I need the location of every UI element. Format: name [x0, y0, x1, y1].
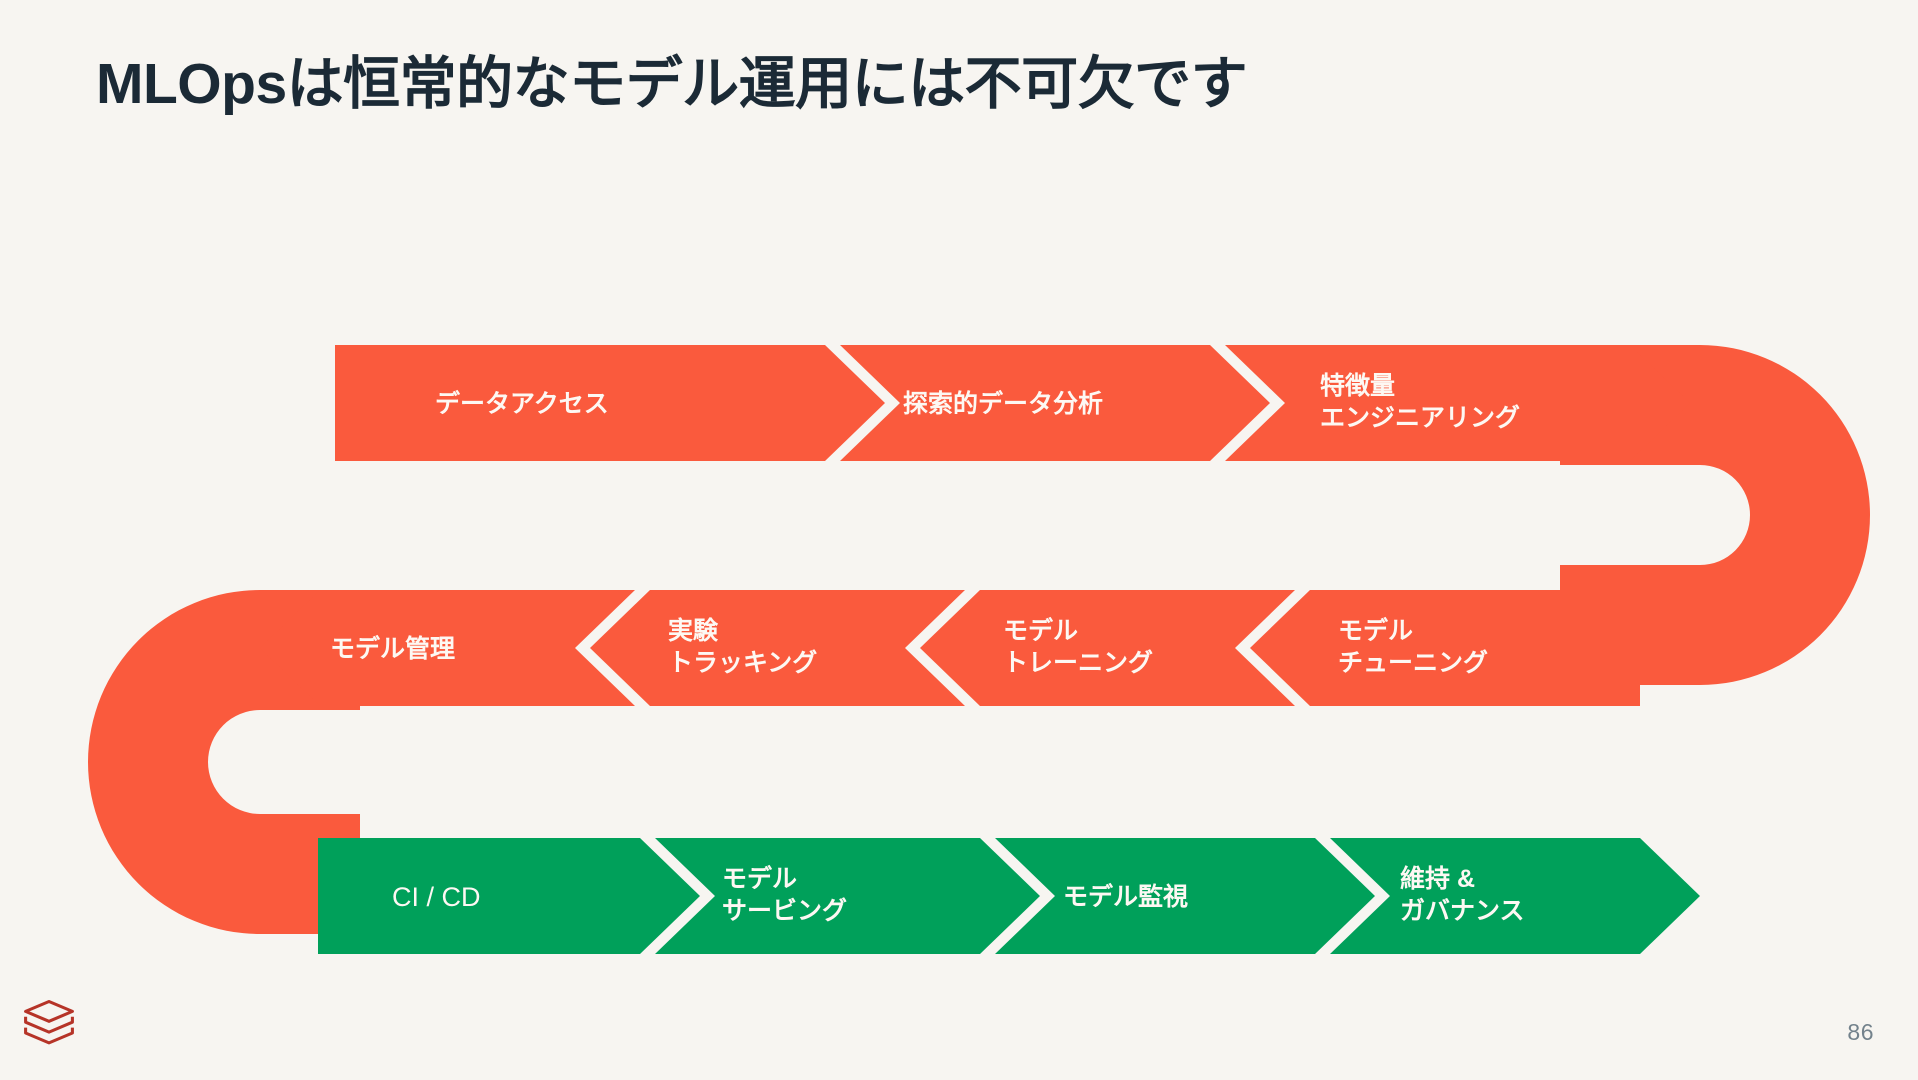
- stage-shape-model-monitoring[interactable]: [995, 838, 1375, 954]
- stage-shape-model-training[interactable]: [920, 590, 1295, 706]
- page-title: MLOpsは恒常的なモデル運用には不可欠です: [96, 52, 1248, 116]
- stage-shape-data-access[interactable]: [335, 345, 885, 461]
- page-number: 86: [1847, 1019, 1874, 1045]
- stage-shape-experiment-tracking[interactable]: [590, 590, 965, 706]
- stage-shape-maintenance-governance[interactable]: [1330, 838, 1700, 954]
- stage-shape-model-serving[interactable]: [655, 838, 1040, 954]
- stage-shape-eda[interactable]: [840, 345, 1270, 461]
- stage-shape-ci-cd[interactable]: [318, 838, 700, 954]
- stage-shape-feature-engineering[interactable]: [1225, 345, 1690, 461]
- databricks-logo: [24, 999, 74, 1045]
- stage-shape-model-management[interactable]: [260, 590, 635, 706]
- stage-shape-model-tuning[interactable]: [1250, 590, 1640, 706]
